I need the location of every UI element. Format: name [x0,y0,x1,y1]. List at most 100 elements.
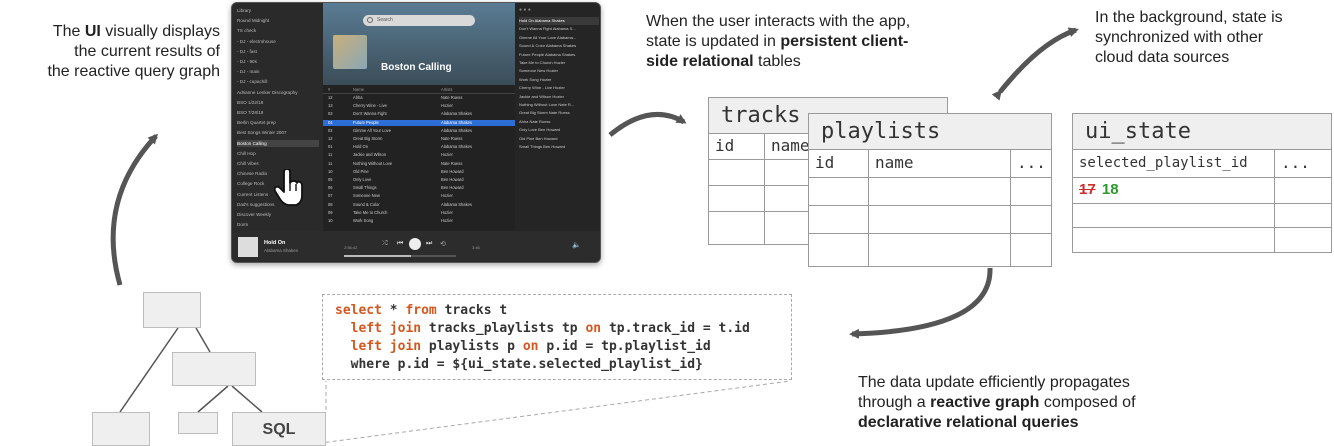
ui-state-table-title: ui_state [1073,114,1331,150]
track-artist: Ben Howard [441,177,464,182]
progress-bar[interactable] [344,255,456,257]
col-name: Name [353,87,364,92]
sync-caption: In the background, state is synchronized… [1095,9,1283,66]
track-n: 03 [328,111,333,117]
sidebar-item[interactable]: Dorm [237,222,249,228]
track-name: Someone New [353,193,380,199]
track-artist: Nate Ruess [441,95,463,100]
sidebar-item[interactable]: Discover Weekly [237,212,272,217]
queue-item[interactable]: Great Big Storm Nate Ruess [519,110,570,116]
sidebar-item[interactable]: Chill Vibes [237,161,259,166]
now-playing-title: Hold On [264,240,286,246]
sidebar-item[interactable]: BSO 1/22/18 [237,99,264,105]
sidebar-item[interactable]: - DJ - 90s [237,59,257,64]
track-name: Great Big Storm [353,136,383,141]
table-row [809,234,1051,266]
sidebar-item[interactable]: Dad's suggestions [237,201,275,207]
col-artists: Artists [441,87,453,92]
track-artist: Hozier [441,152,453,158]
tree-node-sql: SQL [232,412,326,446]
play-pause-button[interactable] [409,238,421,250]
arrow-tables-to-query [849,267,993,339]
code-line: left join playlists p on p.id = tp.playl… [335,339,711,354]
volume-icon[interactable]: 🔈 [572,242,581,249]
queue-item[interactable]: Jackie and Wilson Hozier [519,93,564,99]
sidebar-item[interactable]: Boston Calling [237,139,319,147]
queue-item[interactable]: Nothing Without Love Nate R... [519,102,575,107]
playlist-header: Search Boston Calling [323,3,515,85]
ui-state-table: ui_state selected_playlist_id ... 17 18 [1072,113,1332,253]
queue-item[interactable]: Small Things Ben Howard [519,144,566,149]
tree-node-leaf-small [178,412,218,434]
sidebar-item[interactable]: College Rock [237,181,265,187]
sidebar-item[interactable]: BSO 7/28/18 [237,110,264,115]
search-input[interactable]: Search [363,15,475,26]
repeat-icon[interactable]: ⟲ [440,241,446,248]
sidebar-item[interactable]: Current Listens [237,191,269,197]
queue-item[interactable]: Ahha Nate Ruess [519,118,551,124]
search-icon [367,17,373,23]
table-row: id name ... [809,150,1051,178]
queue-item[interactable]: Hold On Alabama Shakes [519,17,599,25]
sidebar-item[interactable]: TS check [237,28,257,34]
track-name: Cherry Wine - Live [353,103,387,109]
queue-item[interactable]: Work Song Hozier [519,76,552,82]
queue-item[interactable]: Only Love Ben Howard [519,127,561,133]
sidebar-item[interactable]: Chill Hop [237,150,256,156]
queue-item[interactable]: Future People Alabama Shakes [519,51,576,57]
track-name: Old Pine [353,168,369,174]
queue-item[interactable]: Old Pine Ben Howard [519,135,558,141]
now-playing-artist: Alabama Shakes [264,248,299,253]
queue-item[interactable]: Sound & Color Alabama Shakes [519,43,577,49]
tracks-col-id: id [709,134,765,159]
playlists-table-title: playlists [809,114,1051,150]
sidebar-item[interactable]: - DJ - main [237,69,260,75]
arrow-sync [991,27,1079,101]
selected-playlist-cell: 17 18 [1073,178,1275,203]
track-artist: Nate Ruess [441,160,463,166]
next-icon[interactable]: ⏭ [426,240,433,247]
track-n: 07 [328,193,333,199]
sidebar-item[interactable]: Chinese Radio [237,171,268,177]
table-row [1073,228,1331,252]
sidebar-item[interactable]: Round Midnight [237,18,270,24]
track-name: Sound & Color [353,201,380,207]
sidebar-item[interactable]: Adrianne Lenker Discography [237,89,298,95]
ui-caption: The UI visually displays the current res… [47,23,220,80]
sidebar-item[interactable]: - DJ - fast [237,48,257,54]
queue-item[interactable]: Gimme All Your Love Alabama... [519,34,577,40]
track-n: 05 [328,177,333,182]
queue-item[interactable]: Don't Wanna Fight Alabama S... [519,26,576,32]
sidebar-item[interactable]: Berlin Quartet prep [237,120,276,126]
queue-item[interactable]: Someone New Hozier [519,68,558,74]
queue-item[interactable]: Cherry Wine - Live Hozier [519,85,565,91]
track-artist: Ben Howard [441,185,464,191]
sidebar-item[interactable]: - DJ - cupachill [237,79,268,85]
playlists-col-more: ... [1017,153,1046,172]
track-name: Nothing Without Love [353,160,393,166]
previous-icon[interactable]: ⏮ [397,240,404,247]
queue-item[interactable]: Take Me to Church Hozier [519,60,566,65]
sidebar-item[interactable]: - DJ - electrohouse [237,38,276,44]
shuffle-icon[interactable]: ⤮ [382,240,388,247]
track-artist: Ben Howard [441,168,464,174]
sidebar-item[interactable]: Best Songs Winter 2007 [237,130,287,136]
track-n: 12 [328,95,333,100]
